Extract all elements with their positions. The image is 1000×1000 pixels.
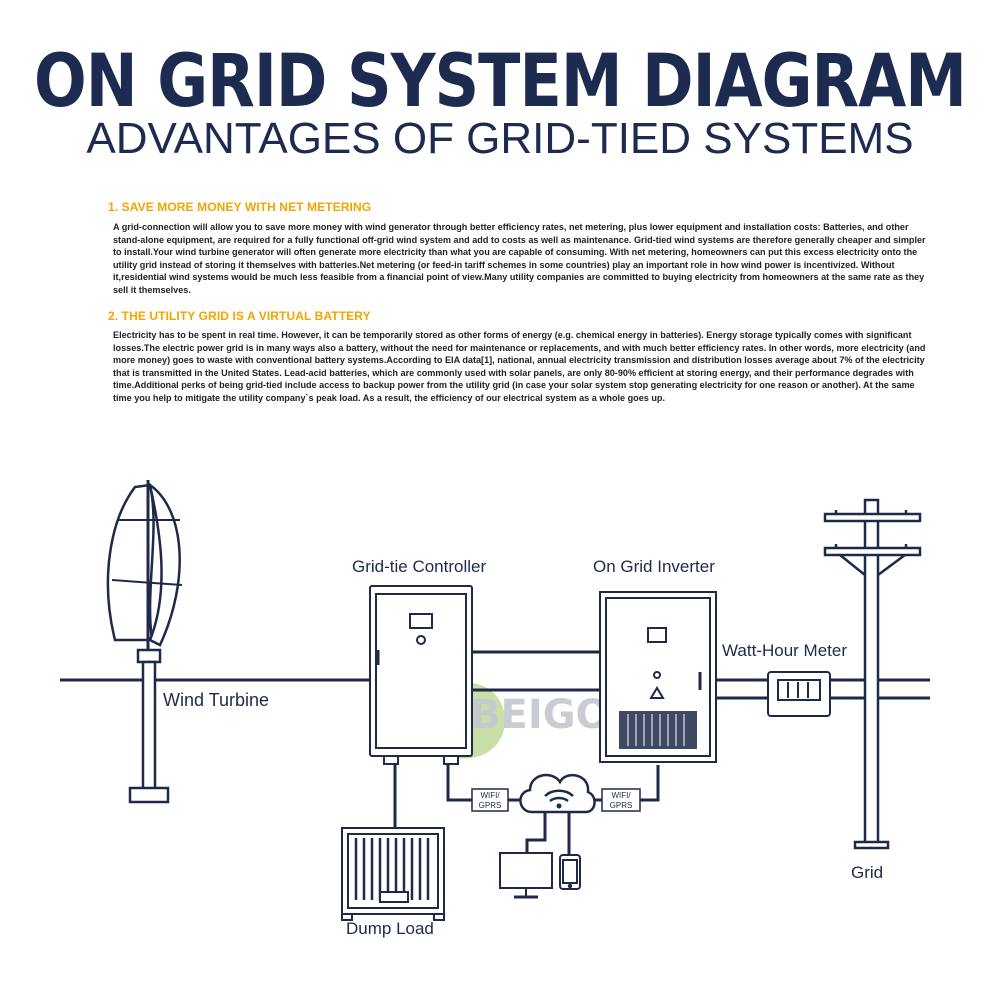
wifi-gprs-right-box: WIFI/ GPRS: [601, 788, 641, 812]
section-2-body: Electricity has to be spent in real time…: [113, 330, 926, 403]
controller-label: Grid-tie Controller: [352, 557, 486, 576]
meter-label: Watt-Hour Meter: [722, 641, 847, 660]
page-subtitle: ADVANTAGES OF GRID-TIED SYSTEMS: [86, 114, 914, 163]
grid-label: Grid: [851, 863, 883, 882]
page-title: ON GRID SYSTEM DIAGRAM: [34, 37, 967, 124]
section-2-heading: 2. THE UTILITY GRID IS A VIRTUAL BATTERY: [108, 309, 371, 323]
phone-icon: [559, 854, 581, 890]
controller-cabinet-icon: [369, 585, 473, 765]
wind-turbine-label: Wind Turbine: [163, 690, 269, 710]
wifi-gprs-left-box: WIFI/ GPRS: [471, 788, 509, 812]
svg-text:WIFI/: WIFI/: [611, 791, 631, 800]
section-1-heading: 1. SAVE MORE MONEY WITH NET METERING: [108, 200, 372, 214]
svg-text:WIFI/: WIFI/: [480, 791, 500, 800]
dump-load-label: Dump Load: [346, 919, 434, 938]
dump-load-icon: [341, 827, 445, 921]
watt-hour-meter-icon: [767, 671, 831, 717]
computer-icon: [499, 852, 553, 899]
section-1-body: A grid-connection will allow you to save…: [113, 222, 926, 295]
inverter-label: On Grid Inverter: [593, 557, 715, 576]
wind-turbine-icon: [106, 480, 183, 804]
svg-text:GPRS: GPRS: [479, 801, 502, 810]
cloud-wifi-icon: [519, 773, 596, 814]
svg-text:GPRS: GPRS: [610, 801, 633, 810]
inverter-cabinet-icon: [599, 591, 717, 763]
utility-pole-icon: [823, 498, 922, 850]
